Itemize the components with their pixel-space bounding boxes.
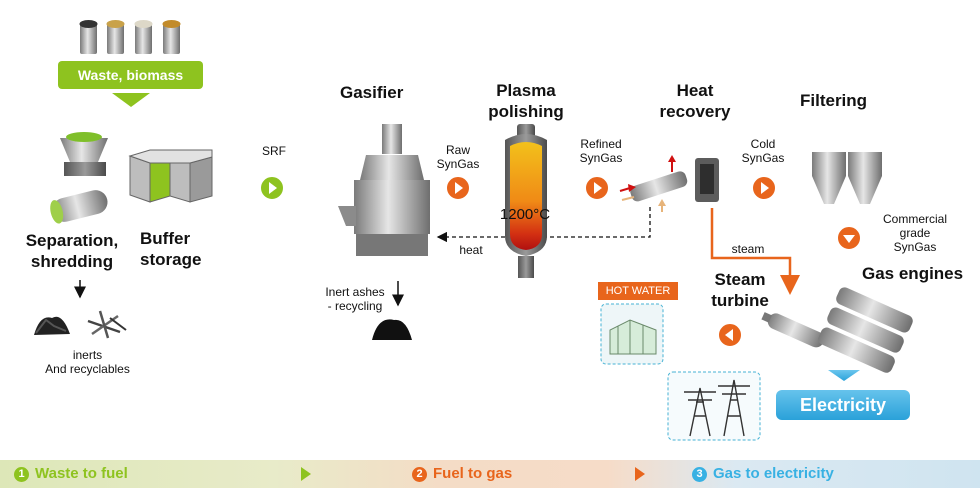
stage-1-arrow-icon [301,467,311,481]
stage-2-number: 2 [412,467,427,482]
arrow-raw-syngas-icon [445,175,471,201]
gasifier-title: Gasifier [340,83,404,102]
buffer-storage-title: Buffer storage [140,228,210,270]
cold-syngas-line2: SynGas [741,151,785,165]
cold-syngas-line1: Cold [750,137,776,151]
inerts-line2: And recyclables [45,362,130,376]
stage-1-label: Waste to fuel [35,465,128,482]
engines-illustration [761,287,913,373]
arrow-down-commercial-icon [836,225,862,251]
heat-recovery-illustration [619,155,719,212]
commercial-line1: Commercial [882,212,947,226]
electricity-badge: Electricity [776,390,910,420]
steam-turbine-line2: turbine [711,291,769,310]
plasma-polishing-title: Plasma polishing [482,80,570,122]
stage-2-arrow-icon [635,467,645,481]
plasma-line2: polishing [488,102,564,121]
buffer-storage-illustration [128,149,213,203]
inert-ashes-line2: - recycling [327,299,383,313]
srf-label: SRF [262,144,286,158]
steam-turbine-line1: Steam [714,270,766,289]
electricity-pointer [828,370,860,381]
buffer-line1: Buffer [140,229,191,248]
stage-1-number: 1 [14,467,29,482]
steam-label: steam [731,242,765,256]
stage-3-label: Gas to electricity [713,465,834,482]
waste-bins-illustration [79,20,181,54]
plasma-line1: Plasma [496,81,556,100]
commercial-syngas-label: Commercial grade SynGas [880,212,950,254]
waste-biomass-banner [58,61,203,107]
steam-line [710,208,800,295]
shredder-illustration [50,132,108,224]
stage-gas-to-electricity: 3 Gas to electricity [692,465,834,483]
filter-tanks-illustration [812,152,882,204]
greenhouse-illustration [600,303,664,365]
stage-3-number: 3 [692,467,707,482]
arrow-left-turbine-icon [717,322,743,348]
raw-syngas-line1: Raw [445,143,470,157]
inert-ashes-line1: Inert ashes [325,285,385,299]
inerts-piles-illustration [34,310,127,339]
inert-ashes-label: Inert ashes - recycling [322,285,388,313]
ash-pile-illustration [372,319,412,340]
raw-syngas-label: Raw SynGas [432,143,484,171]
heat-label: heat [459,243,483,257]
refined-syngas-line2: SynGas [579,151,623,165]
stage-fuel-to-gas: 2 Fuel to gas [412,465,512,483]
arrow-cold-syngas-icon [751,175,777,201]
heat-recovery-line2: recovery [659,102,731,121]
steam-turbine-title: Steam turbine [700,269,780,311]
gas-engines-title: Gas engines [862,264,964,283]
arrow-refined-syngas-icon [584,175,610,201]
separation-line2: shredding [30,252,114,271]
gasifier-illustration [338,124,430,256]
temperature-label: 1200°C [499,206,551,223]
commercial-line3: SynGas [893,240,937,254]
separation-line1: Separation, [25,231,119,250]
refined-syngas-label: Refined SynGas [574,137,628,165]
separation-shredding-title: Separation, shredding [22,230,122,272]
waste-biomass-label: Waste, biomass [77,67,184,83]
cold-syngas-label: Cold SynGas [736,137,790,165]
heat-recovery-title: Heat recovery [655,80,735,122]
stage-waste-to-fuel: 1 Waste to fuel [14,465,128,483]
refined-syngas-line1: Refined [580,137,622,151]
filtering-title: Filtering [800,91,868,110]
power-pylons-illustration [667,371,761,441]
stage-bar [0,460,980,488]
plasma-polishing-illustration [505,124,547,278]
inerts-line1: inerts [72,348,103,362]
heat-recovery-line1: Heat [676,81,714,100]
buffer-line2: storage [140,250,202,269]
commercial-line2: grade [899,226,931,240]
arrow-srf-icon [259,175,285,201]
hot-water-badge: HOT WATER [598,282,678,300]
stage-2-label: Fuel to gas [433,465,513,482]
raw-syngas-line2: SynGas [436,157,480,171]
inerts-label: inerts And recyclables [35,348,140,376]
